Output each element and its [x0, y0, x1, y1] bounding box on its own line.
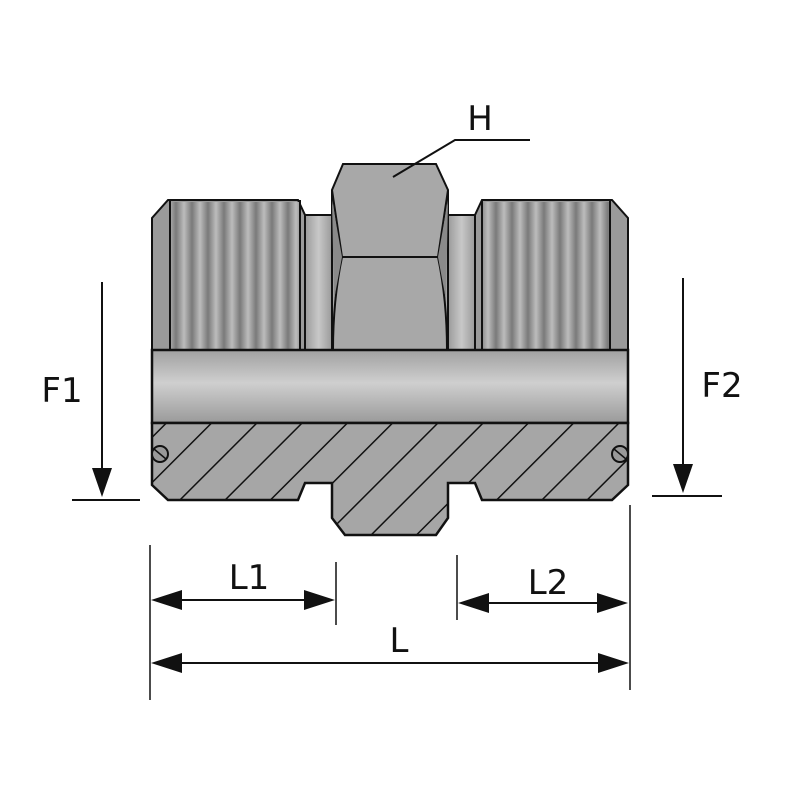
right-thread	[474, 199, 629, 351]
section-hatch	[150, 421, 630, 537]
right-neck	[447, 214, 476, 351]
l-dimension	[151, 653, 629, 673]
label-f2: F2	[701, 366, 742, 406]
l2-dimension	[458, 593, 628, 613]
o-ring-right	[611, 445, 629, 463]
o-ring-left	[151, 445, 169, 463]
l1-dimension	[151, 590, 335, 610]
label-l1: L1	[229, 558, 270, 598]
f2-dimension	[652, 278, 722, 497]
label-h: H	[467, 99, 493, 139]
extension-lines	[149, 505, 631, 700]
label-l2: L2	[528, 563, 569, 603]
left-thread	[151, 199, 306, 351]
label-f1: F1	[41, 371, 82, 411]
label-l: L	[390, 621, 409, 661]
f1-dimension	[72, 282, 140, 501]
left-neck	[304, 214, 333, 351]
hex-body	[331, 163, 449, 351]
bore	[150, 348, 630, 425]
hex-leader-line	[392, 139, 530, 178]
